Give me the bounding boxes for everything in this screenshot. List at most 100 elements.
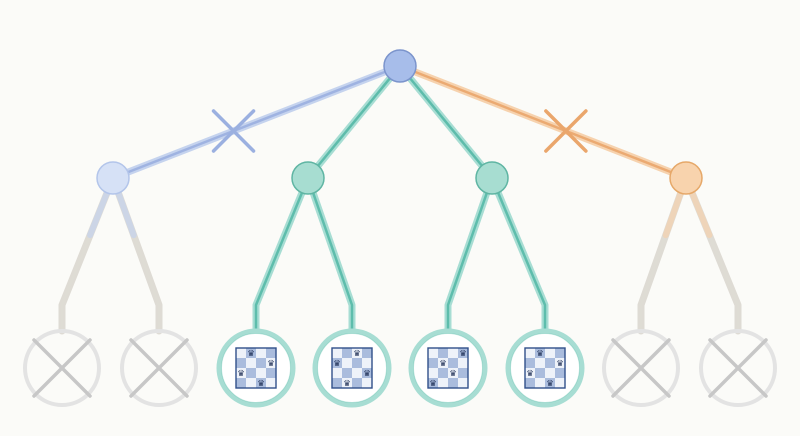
board-square bbox=[332, 348, 342, 358]
board-square bbox=[555, 368, 565, 378]
pruned-leaf-7 bbox=[602, 329, 680, 407]
solution-leaf-3: ♛♛♛♛ bbox=[216, 328, 296, 408]
queen-icon: ♛ bbox=[333, 359, 341, 369]
solution-leaf-6: ♛♛♛♛ bbox=[505, 328, 585, 408]
board-square bbox=[438, 348, 448, 358]
edge-node-2-to-leaf-4-halo bbox=[304, 174, 356, 335]
board-square bbox=[448, 378, 458, 388]
edge-node-2-to-leaf-4-core bbox=[306, 176, 354, 333]
board-square bbox=[448, 358, 458, 368]
branch-blue-cross-mark-icon-stroke-b bbox=[211, 109, 256, 153]
queen-icon: ♛ bbox=[353, 349, 361, 359]
pruned-leaf-ring bbox=[120, 329, 198, 407]
board-square bbox=[266, 368, 276, 378]
board-square bbox=[352, 358, 362, 368]
board-square bbox=[448, 348, 458, 358]
board-square bbox=[458, 348, 468, 358]
board-square bbox=[525, 358, 535, 368]
board-square bbox=[352, 378, 362, 388]
edge-root-to-node-4-core bbox=[398, 64, 688, 180]
branch-blue-cross-mark-icon bbox=[211, 109, 256, 153]
board-square bbox=[256, 378, 266, 388]
edge-node-2-to-leaf-3 bbox=[252, 174, 312, 335]
queen-icon: ♛ bbox=[546, 379, 554, 389]
level1-node-4 bbox=[669, 161, 703, 195]
board-square bbox=[545, 348, 555, 358]
level1-node-2 bbox=[291, 161, 325, 195]
board-square bbox=[535, 378, 545, 388]
chessboard-icon: ♛♛♛♛ bbox=[235, 347, 277, 389]
edge-root-to-node-1 bbox=[109, 62, 404, 182]
board-square bbox=[362, 368, 372, 378]
chessboard-icon: ♛♛♛♛ bbox=[331, 347, 373, 389]
level1-node-1 bbox=[96, 161, 130, 195]
edge-node-3-to-leaf-6 bbox=[488, 174, 549, 335]
board-square bbox=[428, 348, 438, 358]
board-square bbox=[256, 358, 266, 368]
board-frame bbox=[235, 347, 277, 389]
board-square bbox=[266, 348, 276, 358]
chessboard-icon: ♛♛♛♛ bbox=[524, 347, 566, 389]
board-square bbox=[535, 368, 545, 378]
board-frame bbox=[427, 347, 469, 389]
board-square bbox=[266, 358, 276, 368]
edges-layer bbox=[58, 62, 742, 335]
board-square bbox=[555, 348, 565, 358]
board-square bbox=[458, 378, 468, 388]
queen-icon: ♛ bbox=[363, 369, 371, 379]
branch-orange-cross-mark-icon bbox=[544, 109, 588, 153]
board-square bbox=[266, 378, 276, 388]
board-square bbox=[236, 368, 246, 378]
chessboard-icon: ♛♛♛♛ bbox=[427, 347, 469, 389]
board-frame bbox=[524, 347, 566, 389]
solution-leaf-5: ♛♛♛♛ bbox=[408, 328, 488, 408]
board-square bbox=[236, 348, 246, 358]
cross-mark-icon bbox=[708, 338, 768, 398]
edge-node-3-to-leaf-6-core bbox=[490, 176, 547, 333]
edge-node-2-to-leaf-3-halo bbox=[252, 174, 312, 335]
queen-icon: ♛ bbox=[459, 349, 467, 359]
cross-mark-icon bbox=[611, 338, 671, 398]
level1-node-3 bbox=[475, 161, 509, 195]
board-square bbox=[256, 348, 266, 358]
board-square bbox=[458, 368, 468, 378]
board-square bbox=[362, 358, 372, 368]
board-square bbox=[438, 368, 448, 378]
board-square bbox=[428, 378, 438, 388]
board-square bbox=[428, 368, 438, 378]
board-square bbox=[246, 368, 256, 378]
board-square bbox=[256, 368, 266, 378]
queen-icon: ♛ bbox=[429, 379, 437, 389]
cross-mark-icon bbox=[129, 338, 189, 398]
queen-icon: ♛ bbox=[257, 379, 265, 389]
board-square bbox=[428, 358, 438, 368]
solution-leaf-ring-inner bbox=[221, 333, 291, 403]
queen-icon: ♛ bbox=[449, 369, 457, 379]
board-square bbox=[555, 378, 565, 388]
branch-orange-cross-mark-icon-stroke-b bbox=[544, 109, 588, 153]
queen-icon: ♛ bbox=[247, 349, 255, 359]
edge-node-3-to-leaf-5 bbox=[444, 174, 496, 335]
pruned-leaf-ring bbox=[602, 329, 680, 407]
solution-leaf-ring-inner bbox=[317, 333, 387, 403]
board-square bbox=[246, 378, 256, 388]
board-square bbox=[332, 368, 342, 378]
board-frame bbox=[331, 347, 373, 389]
pruned-leaf-ring bbox=[23, 329, 101, 407]
board-square bbox=[352, 368, 362, 378]
queen-icon: ♛ bbox=[556, 359, 564, 369]
pruned-leaf-8 bbox=[699, 329, 777, 407]
board-square bbox=[362, 378, 372, 388]
pruned-leaf-2 bbox=[120, 329, 198, 407]
board-square bbox=[246, 348, 256, 358]
edge-node-2-to-leaf-3-core bbox=[254, 176, 310, 333]
queen-icon: ♛ bbox=[267, 359, 275, 369]
cross-mark-icon bbox=[32, 338, 92, 398]
edge-root-to-node-1-core bbox=[111, 64, 402, 180]
board-square bbox=[332, 358, 342, 368]
board-square bbox=[236, 378, 246, 388]
board-square bbox=[555, 358, 565, 368]
board-square bbox=[352, 348, 362, 358]
